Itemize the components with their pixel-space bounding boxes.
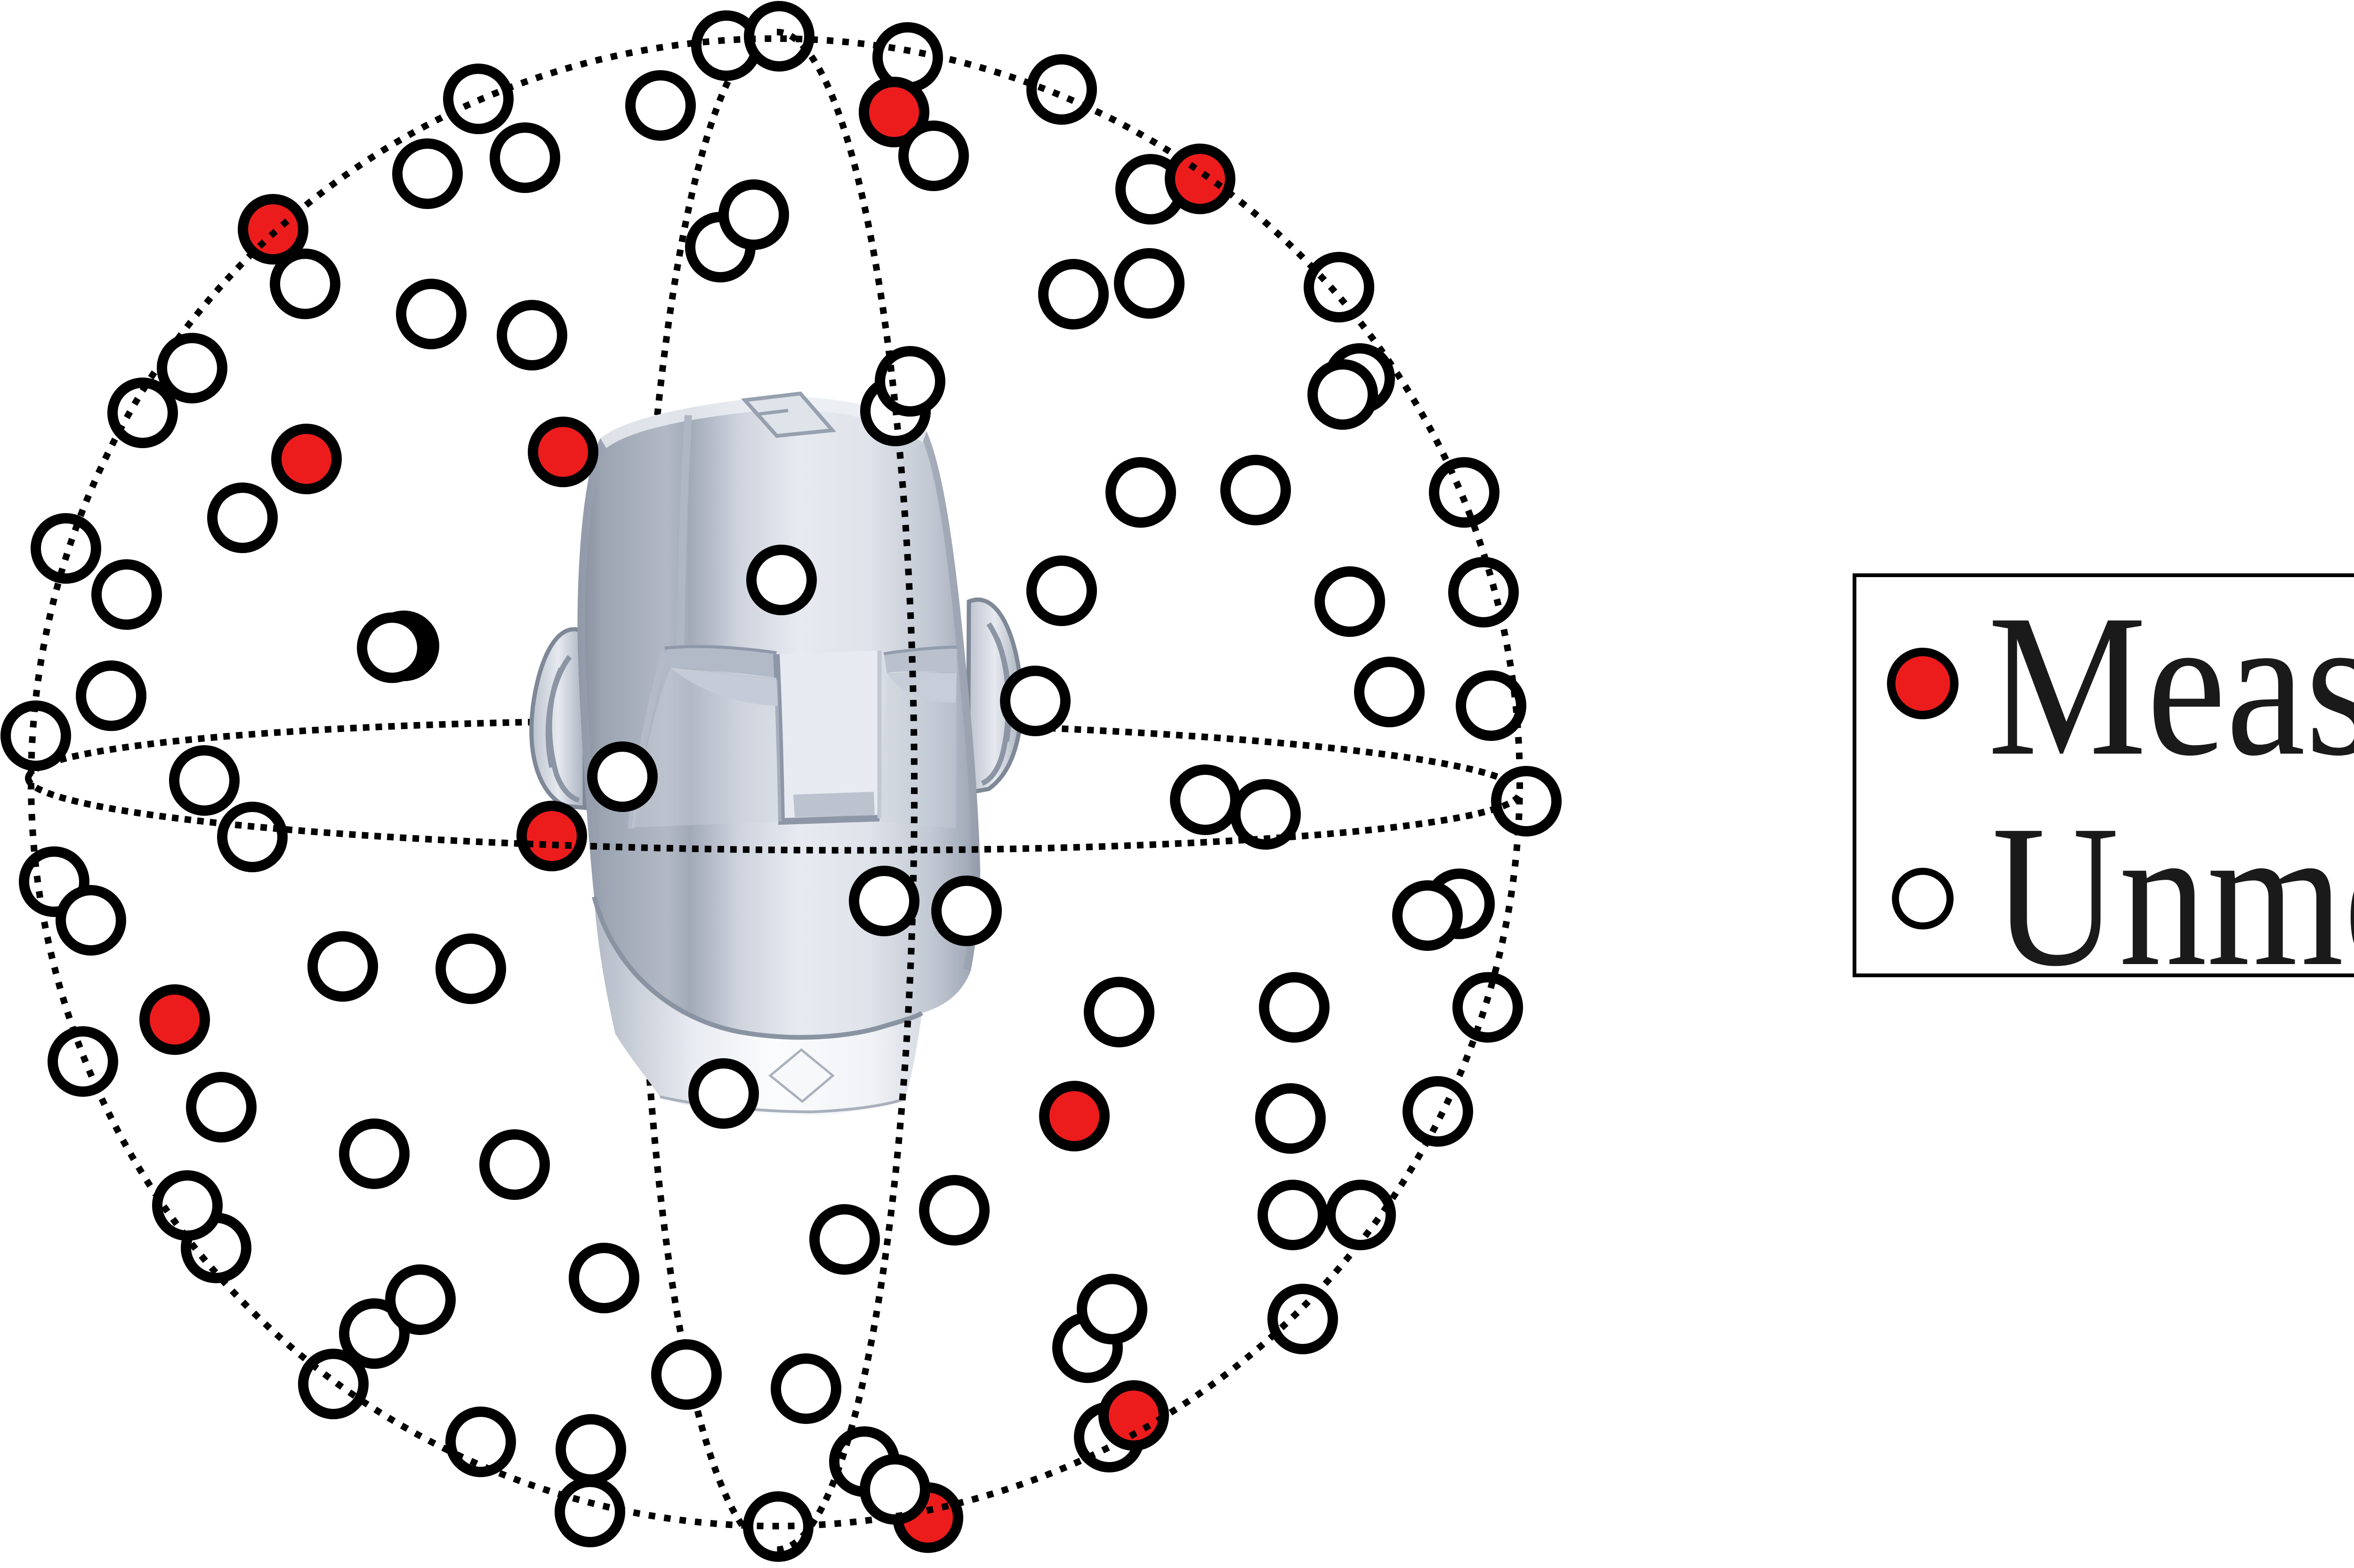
- svg-text:Measured Positions: Measured Positions: [1988, 573, 2354, 798]
- svg-text:Unmeasured Positions: Unmeasured Positions: [1992, 783, 2354, 1008]
